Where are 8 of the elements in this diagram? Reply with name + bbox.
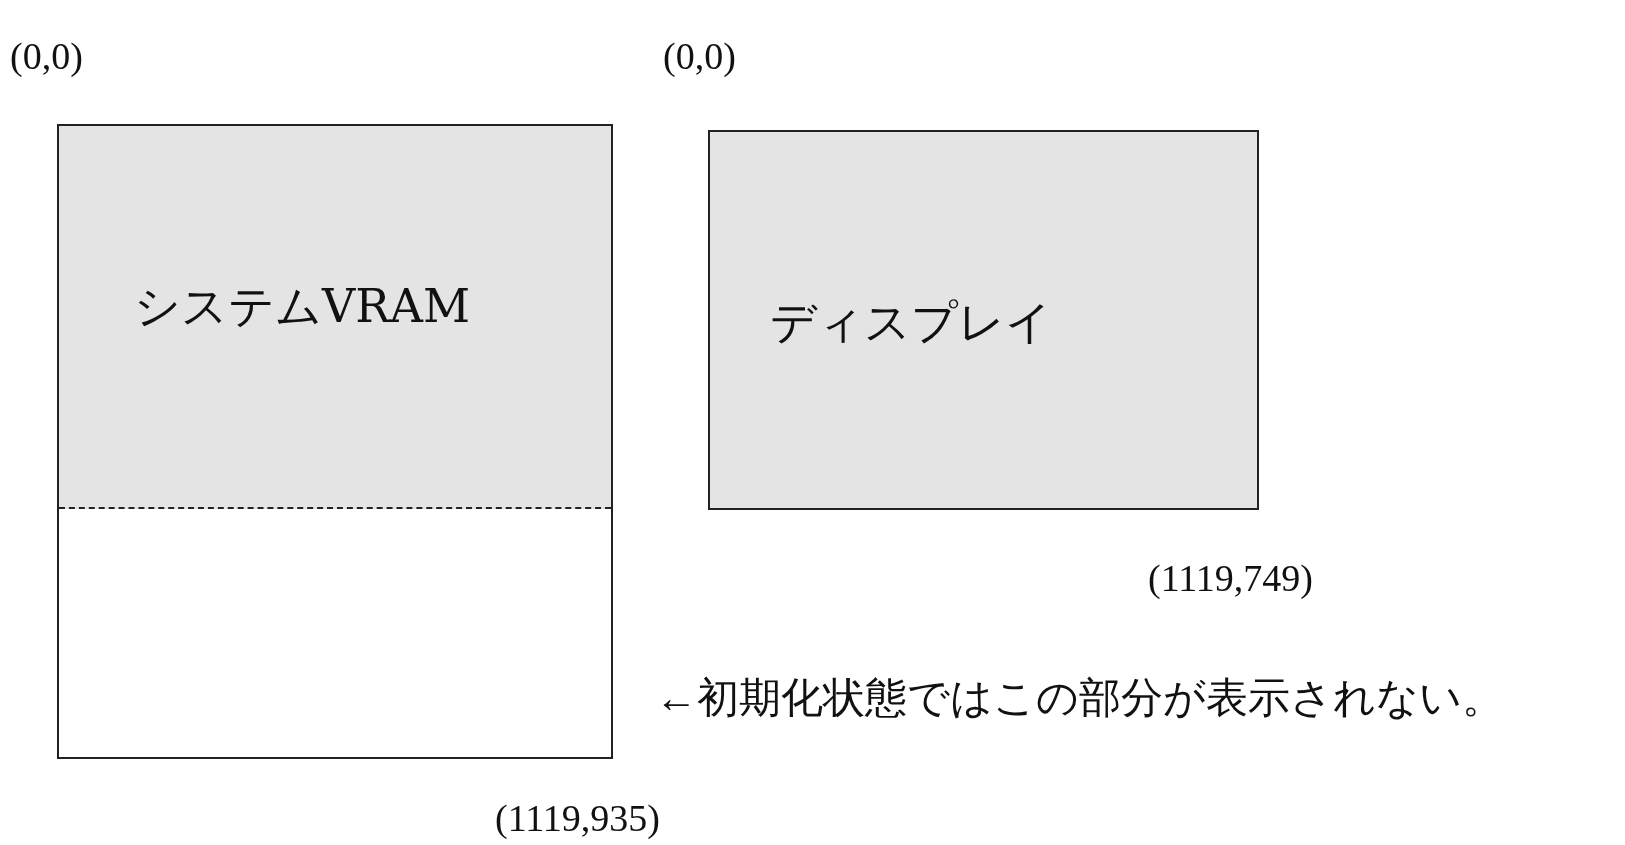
coordinate-label: (1119,749) (1148, 556, 1313, 600)
coordinate-label: (0,0) (663, 34, 736, 78)
memory-area-box (57, 124, 613, 759)
annotation-text: ←初期化状態ではこの部分が表示されない。 (655, 674, 1504, 723)
coordinate-label: (1119,935) (495, 796, 660, 840)
box-label: システムVRAM (134, 278, 471, 335)
coordinate-label: (0,0) (10, 34, 83, 78)
box-label: ディスプレイ (770, 294, 1052, 351)
